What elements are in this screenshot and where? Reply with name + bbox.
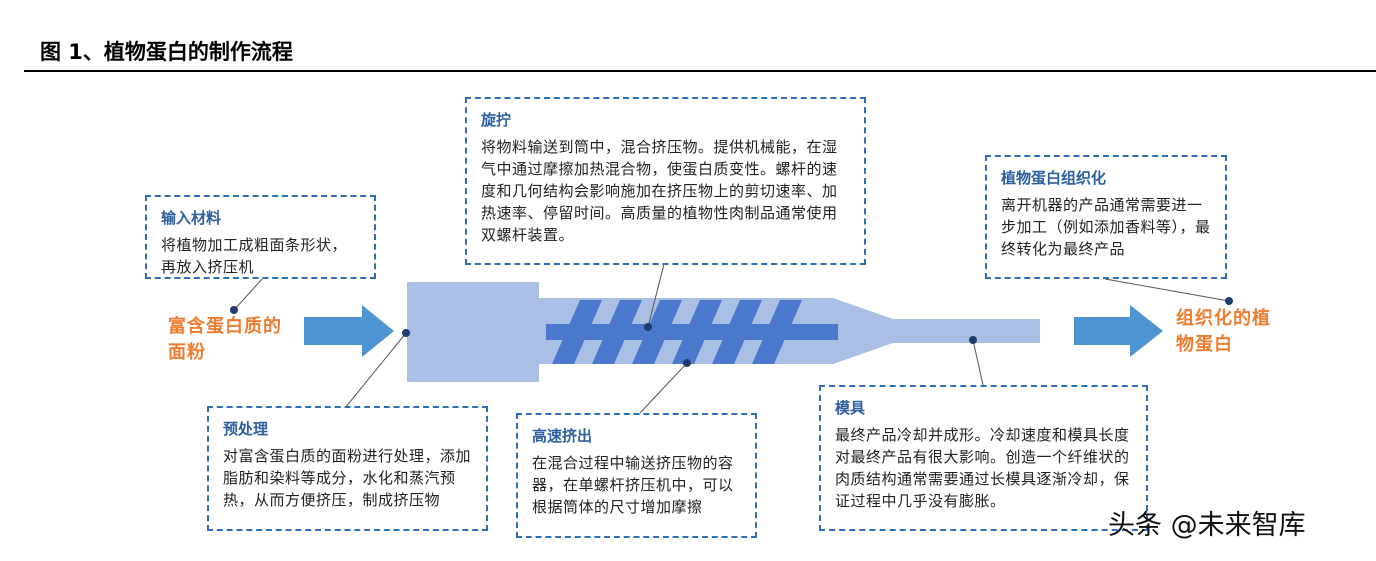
box-die-body: 最终产品冷却并成形。冷却速度和模具长度对最终产品有很大影响。创造一个纤维状的肉质… <box>835 426 1130 510</box>
box-screw: 旋拧 将物料输送到筒中，混合挤压物。提供机械能，在湿气中通过摩擦加热混合物，使蛋… <box>465 97 866 265</box>
box-extrusion: 高速挤出 在混合过程中输送挤压物的容器，在单螺杆挤压机中，可以根据筒体的尺寸增加… <box>516 413 757 538</box>
output-product-label: 组织化的植物蛋白 <box>1176 308 1271 355</box>
box-preprocess-title: 预处理 <box>223 420 269 438</box>
figure-title: 图 1、植物蛋白的制作流程 <box>40 40 293 64</box>
title-rule <box>24 70 1376 72</box>
box-texturize-title: 植物蛋白组织化 <box>1001 169 1107 187</box>
connector-dots <box>230 297 1233 367</box>
box-input-body: 将植物加工成粗面条形状，再放入挤压机 <box>161 236 348 276</box>
input-material-label: 富含蛋白质的面粉 <box>168 316 282 363</box>
box-preprocess: 预处理 对富含蛋白质的面粉进行处理，添加脂肪和染料等成分，水化和蒸汽预热，从而方… <box>207 406 488 531</box>
box-die-title: 模具 <box>835 399 866 417</box>
screw-flights <box>552 300 802 364</box>
output-arrow <box>1074 305 1163 357</box>
box-input-material: 输入材料 将植物加工成粗面条形状，再放入挤压机 <box>145 195 376 279</box>
box-extrusion-body: 在混合过程中输送挤压物的容器，在单螺杆挤压机中，可以根据筒体的尺寸增加摩擦 <box>532 454 734 516</box>
box-screw-body: 将物料输送到筒中，混合挤压物。提供机械能，在湿气中通过摩擦加热混合物，使蛋白质变… <box>481 138 838 244</box>
connector-lines <box>233 263 1230 414</box>
box-texturize: 植物蛋白组织化 离开机器的产品通常需要进一步加工（例如添加香料等），最终转化为最… <box>985 155 1227 279</box>
watermark: 头条 @未来智库 <box>1108 510 1306 541</box>
box-extrusion-title: 高速挤出 <box>532 427 593 445</box>
box-input-title: 输入材料 <box>161 209 222 227</box>
input-arrow <box>304 305 394 357</box>
box-texturize-body: 离开机器的产品通常需要进一步加工（例如添加香料等），最终转化为最终产品 <box>1001 196 1211 258</box>
box-die: 模具 最终产品冷却并成形。冷却速度和模具长度对最终产品有很大影响。创造一个纤维状… <box>819 385 1148 531</box>
box-preprocess-body: 对富含蛋白质的面粉进行处理，添加脂肪和染料等成分，水化和蒸汽预热，从而方便挤压，… <box>223 447 472 509</box>
preconditioner-block <box>407 282 539 382</box>
box-screw-title: 旋拧 <box>481 111 512 129</box>
